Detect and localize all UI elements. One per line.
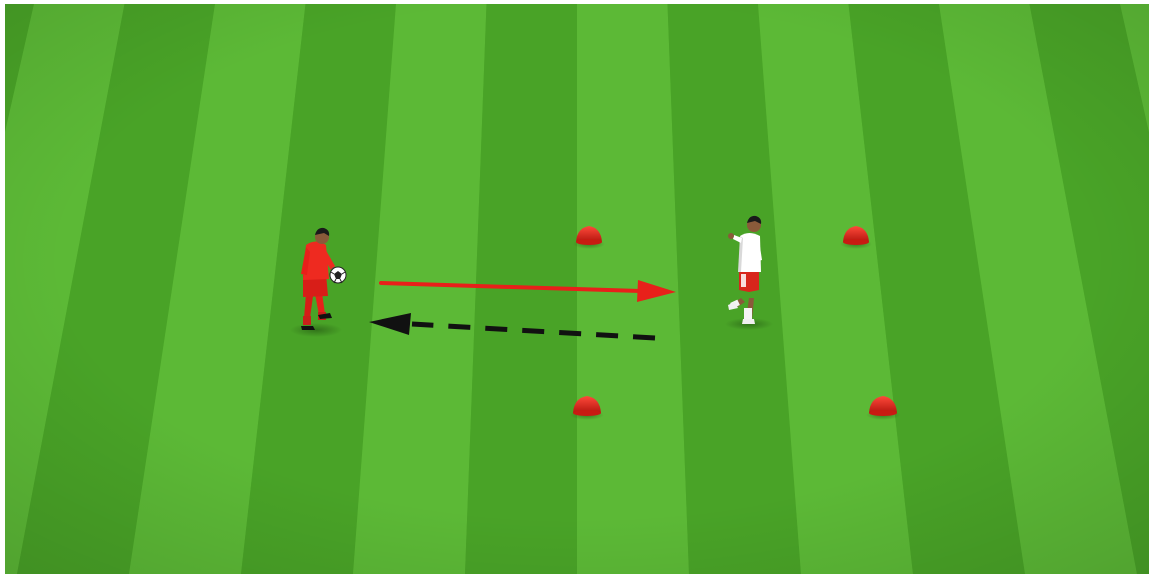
pitch: [5, 4, 1149, 574]
soccer-ball: [330, 267, 346, 283]
